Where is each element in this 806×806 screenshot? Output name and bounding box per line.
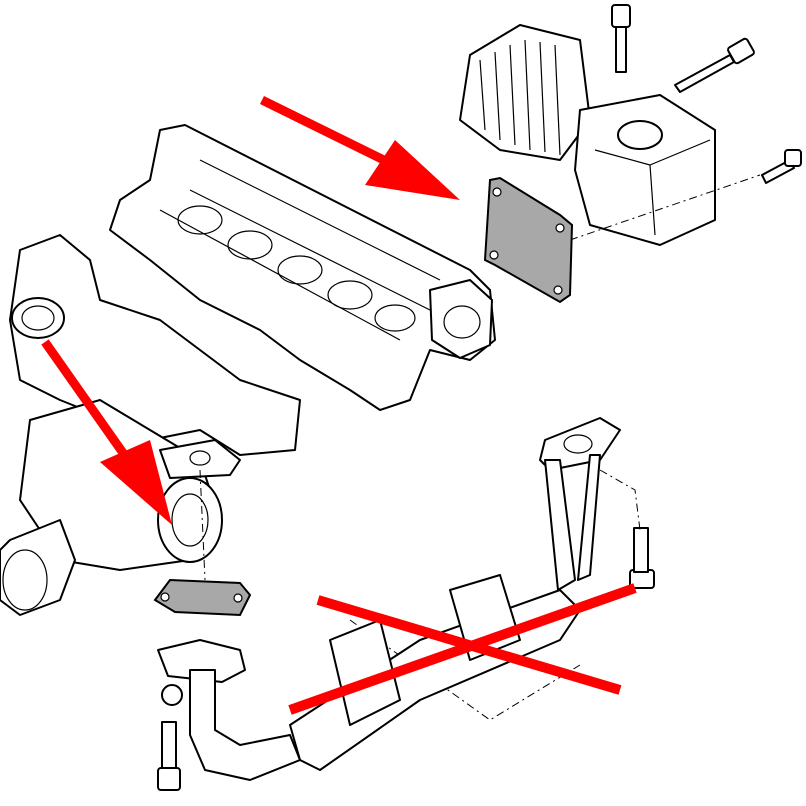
turbo-gasket [153, 578, 252, 617]
arrow-to-turbo-flange [41, 339, 172, 525]
intake-manifold [109, 124, 496, 411]
egr-valve [459, 24, 716, 246]
cross-out-mark [288, 583, 637, 715]
arrow-to-egr-gasket [260, 95, 460, 200]
bolts [157, 4, 802, 791]
egr-gasket [483, 176, 574, 304]
red-annotations [41, 95, 637, 715]
centerlines [199, 174, 761, 721]
